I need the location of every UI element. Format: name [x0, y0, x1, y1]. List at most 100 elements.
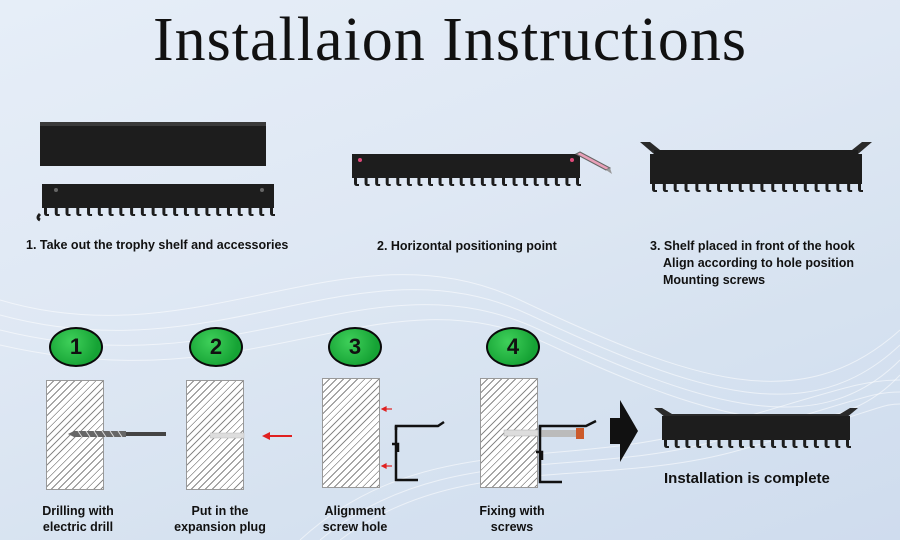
hook-shape	[803, 183, 809, 192]
hook-shape	[684, 183, 690, 192]
hook-shape	[226, 207, 232, 216]
hook-shape	[76, 207, 82, 216]
hook-shape	[354, 177, 359, 186]
hook-shape	[846, 439, 851, 448]
hook-shape	[396, 177, 402, 186]
hook-shape	[685, 439, 691, 448]
hook-shape	[97, 207, 103, 216]
hook-shape	[717, 439, 723, 448]
hook-shape	[858, 183, 863, 192]
hook-shape	[151, 207, 157, 216]
hook-shape	[696, 439, 702, 448]
hook-shape	[673, 183, 679, 192]
hook-shape	[502, 177, 507, 186]
hook-shape	[173, 207, 179, 216]
hook-shape	[771, 439, 777, 448]
hook-shape	[216, 207, 222, 216]
hook-shape	[824, 439, 830, 448]
hook-shape	[533, 177, 539, 186]
hook-shape	[459, 177, 465, 186]
hook-shape	[205, 207, 211, 216]
hook-shape	[87, 207, 93, 216]
step-badge-2: 2	[189, 327, 243, 367]
expansion-plug-icon	[210, 432, 292, 440]
hook-shape	[576, 177, 581, 186]
hook-shape	[847, 183, 853, 192]
step-badge-1: 1	[49, 327, 103, 367]
hook-shape	[428, 177, 433, 186]
alignment-bracket-icon	[380, 406, 445, 482]
hook-shape	[385, 177, 391, 186]
hook-shape	[554, 177, 560, 186]
hook-shape	[792, 183, 798, 192]
hook-shape	[738, 183, 744, 192]
hook-shape	[162, 207, 168, 216]
shelf-parts-image	[36, 122, 275, 222]
hook-shape	[140, 207, 146, 216]
drill-bit-icon	[68, 430, 166, 438]
hook-shape	[814, 183, 820, 192]
hook-shape	[130, 207, 136, 216]
hook-shape	[717, 183, 723, 192]
shelf-assembled-image	[640, 142, 872, 192]
hook-shape	[65, 207, 71, 216]
hook-shape	[470, 177, 476, 186]
hook-shape	[662, 183, 668, 192]
hook-shape	[183, 207, 189, 216]
hook-shape	[695, 183, 701, 192]
positioning-image	[352, 151, 612, 186]
hook-shape	[760, 183, 766, 192]
hook-shape	[119, 207, 125, 216]
hook-shape	[652, 183, 657, 192]
hook-shape	[449, 177, 455, 186]
step-1-caption: 1. Take out the trophy shelf and accesso…	[26, 238, 289, 252]
hook-shape	[813, 439, 819, 448]
hook-shape	[782, 183, 788, 192]
hook-shape	[706, 439, 712, 448]
hook-shape	[760, 439, 766, 448]
hook-shape	[237, 207, 243, 216]
hook-shape	[406, 177, 412, 186]
step-2-caption: 2. Horizontal positioning point	[377, 239, 557, 253]
hook-shape	[364, 177, 370, 186]
hook-shape	[491, 177, 497, 186]
hook-shape	[270, 207, 275, 216]
step-badge-4: 4	[486, 327, 540, 367]
hook-shape	[728, 439, 734, 448]
hook-shape	[565, 177, 571, 186]
hook-shape	[749, 183, 755, 192]
hook-shape	[248, 207, 254, 216]
wall-diagram-3	[322, 378, 380, 488]
hook-shape	[523, 177, 529, 186]
hook-shape	[792, 439, 798, 448]
hook-shape	[438, 177, 444, 186]
step-3-caption: 3. Shelf placed in front of the hook Ali…	[650, 239, 855, 287]
hook-shape	[835, 439, 841, 448]
screw-fixing-icon	[503, 419, 597, 484]
hook-shape	[44, 207, 49, 216]
arrow-right-icon	[610, 400, 638, 462]
hook-shape	[749, 439, 755, 448]
hook-shape	[194, 207, 200, 216]
hook-shape	[771, 183, 777, 192]
hook-shape	[706, 183, 712, 192]
hook-shape	[480, 177, 486, 186]
hook-shape	[836, 183, 842, 192]
hook-shape	[54, 207, 60, 216]
hook-shape	[738, 439, 744, 448]
hook-shape	[781, 439, 787, 448]
hook-shape	[417, 177, 423, 186]
hook-shape	[803, 439, 809, 448]
page-title: Installaion Instructions	[153, 6, 747, 74]
hook-shape	[259, 207, 265, 216]
hook-shape	[544, 177, 550, 186]
hook-shape	[512, 177, 518, 186]
hook-shape	[375, 177, 381, 186]
hook-shape	[674, 439, 680, 448]
hook-shape	[727, 183, 733, 192]
finished-shelf-image	[654, 408, 858, 448]
